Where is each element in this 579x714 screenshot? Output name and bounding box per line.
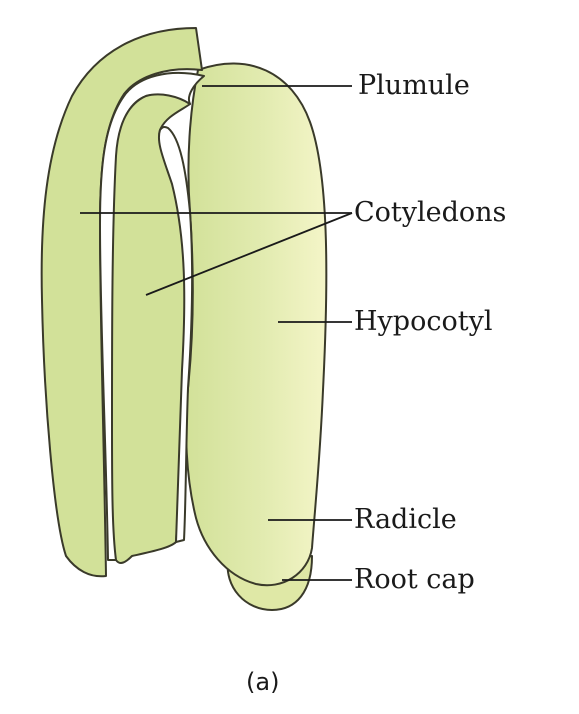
leader-lines [80,85,353,581]
radicle-label: Radicle [354,504,457,535]
cotyledon-axis-gap-shape [158,125,194,543]
figure-caption: (a) [246,668,280,696]
hypocotyl-label: Hypocotyl [354,306,493,337]
embryonic-axis-shape [185,62,328,587]
plumule-label: Plumule [358,70,470,101]
root-cap-label: Root cap [354,564,475,595]
cotyledons-label: Cotyledons [354,197,507,228]
cotyledon-inner-leader-line [145,212,353,296]
